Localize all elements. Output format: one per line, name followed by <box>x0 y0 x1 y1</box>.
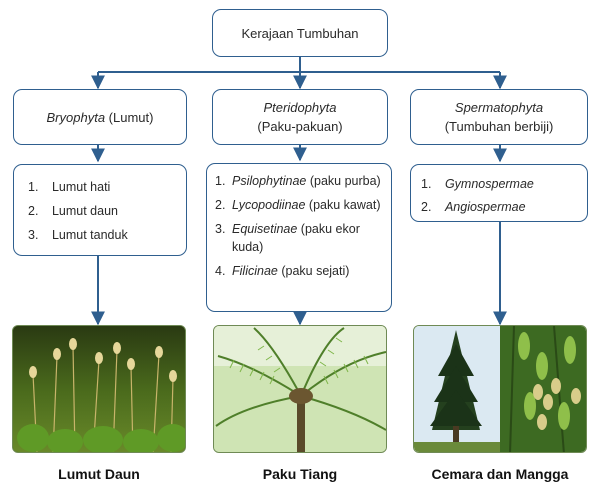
caption-moss: Lumut Daun <box>58 466 140 482</box>
list-item: 1. Lumut hati <box>28 175 186 199</box>
list-box-pteridophyta: 1. Psilophytinae (paku purba) 2. Lycopodii… <box>206 163 392 312</box>
item-latin: Filicinae <box>232 264 278 278</box>
division-box-pteridophyta: Pteridophyta (Paku-pakuan) <box>212 89 388 145</box>
list-item: 3. Lumut tanduk <box>28 223 186 247</box>
item-number: 4. <box>215 264 226 278</box>
item-text: Lumut tanduk <box>51 228 128 242</box>
item-text: (paku kawat) <box>305 198 381 212</box>
list-item: 2. Angiospermae <box>421 196 587 219</box>
item-number: 2. <box>215 198 226 212</box>
list-box-spermatophyta: 1. Gymnospermae 2. Angiospermae <box>410 164 588 222</box>
list-item: 2. Lycopodiinae (paku kawat) <box>215 196 385 214</box>
list-item: 2. Lumut daun <box>28 199 186 223</box>
pine-mango-photo <box>413 325 587 453</box>
list-item: 1. Psilophytinae (paku purba) <box>215 172 385 190</box>
item-latin: Equisetinae <box>232 222 298 236</box>
division-latin: Pteridophyta <box>263 100 337 115</box>
division-latin: Bryophyta <box>46 109 106 125</box>
item-number: 3. <box>215 222 226 236</box>
division-box-spermatophyta: Spermatophyta (Tumbuhan berbiji) <box>410 89 588 145</box>
item-number: 1. <box>421 177 432 191</box>
division-latin: Spermatophyta <box>454 100 544 115</box>
item-latin: Psilophytinae <box>232 174 307 188</box>
list-item: 3. Equisetinae (paku ekor kuda) <box>215 220 385 256</box>
list-item: 1. Gymnospermae <box>421 173 587 196</box>
division-common: (Tumbuhan berbiji) <box>444 119 554 134</box>
item-number: 3. <box>28 228 39 242</box>
division-box-bryophyta: Bryophyta (Lumut) <box>13 89 187 145</box>
caption-tree-fern: Paku Tiang <box>262 466 338 482</box>
item-text: (paku ekor kuda) <box>232 222 360 254</box>
root-label: Kerajaan Tumbuhan <box>241 25 359 41</box>
item-text: (paku purba) <box>306 174 381 188</box>
item-latin: Gymnospermae <box>444 177 534 191</box>
list-box-bryophyta: 1. Lumut hati 2. Lumut daun 3. Lumut tan… <box>13 164 187 256</box>
item-number: 2. <box>421 200 432 214</box>
item-number: 1. <box>215 174 226 188</box>
caption-pine-mango: Cemara dan Mangga <box>431 466 569 482</box>
item-text: Lumut hati <box>51 180 111 194</box>
list-item: 4. Filicinae (paku sejati) <box>215 262 385 280</box>
item-text: Lumut daun <box>51 204 118 218</box>
item-number: 1. <box>28 180 39 194</box>
item-number: 2. <box>28 204 39 218</box>
item-latin: Angiospermae <box>444 200 526 214</box>
division-common: (Lumut) <box>105 109 154 125</box>
item-text: (paku sejati) <box>277 264 350 278</box>
division-title-bryophyta: Bryophyta (Lumut) <box>47 108 154 127</box>
moss-photo <box>12 325 186 453</box>
tree-fern-photo <box>213 325 387 453</box>
root-box: Kerajaan Tumbuhan <box>212 9 388 57</box>
item-latin: Lycopodiinae <box>232 198 306 212</box>
division-common: (Paku-pakuan) <box>257 119 343 134</box>
